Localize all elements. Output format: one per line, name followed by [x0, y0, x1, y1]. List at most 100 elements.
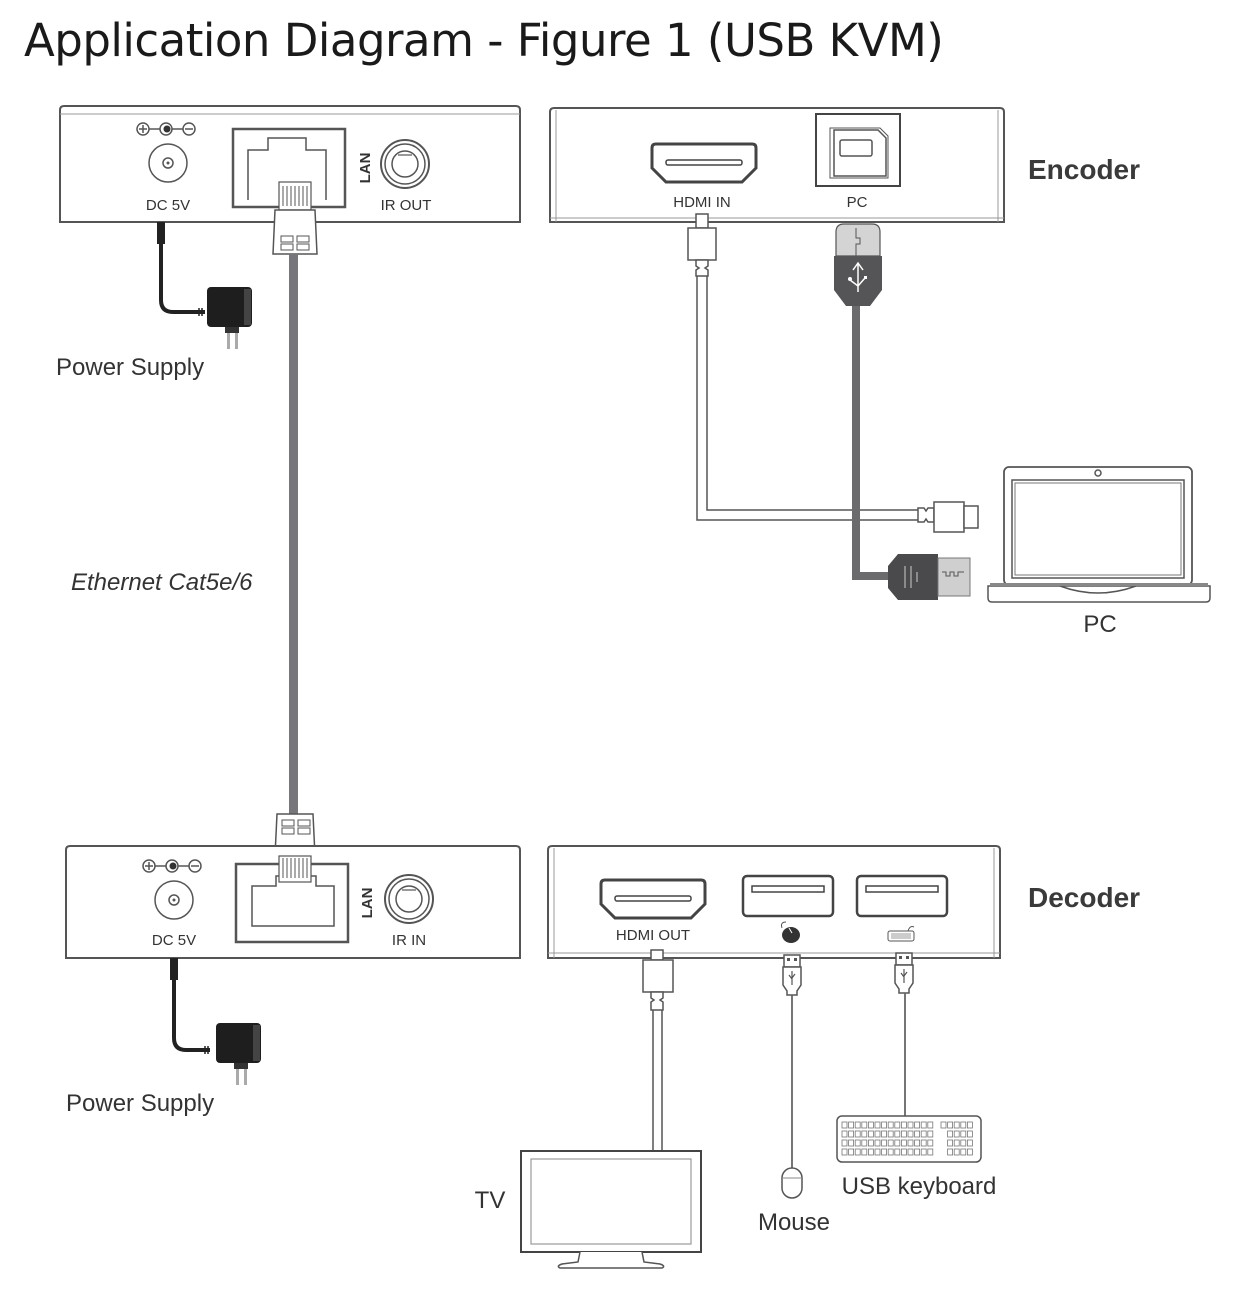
tv-icon: [520, 1150, 702, 1269]
keyboard-key: [953, 1148, 960, 1156]
keyboard-key: [927, 1139, 934, 1147]
usb-b-port: [815, 113, 901, 187]
pc-label: PC: [1083, 611, 1116, 638]
keyboard-key: [960, 1121, 967, 1129]
ir-port-label: IR IN: [392, 932, 426, 949]
keyboard-key: [907, 1121, 914, 1129]
dc-power-jack: [148, 143, 188, 183]
keyboard-key: [881, 1121, 887, 1129]
keyboard-key: [967, 1148, 973, 1156]
encoder-title: Encoder: [1028, 154, 1140, 185]
usb-a-port-mouse: [741, 874, 835, 918]
keyboard-key: [887, 1139, 894, 1147]
polarity-symbol-icon: [136, 122, 196, 136]
decoder-title: Decoder: [1028, 882, 1140, 913]
keyboard-key: [901, 1139, 907, 1147]
keyboard-key: [848, 1121, 854, 1129]
keyboard-key: [894, 1130, 901, 1138]
keyboard-key: [953, 1121, 960, 1129]
receiver-unit: DC 5V LAN IR IN: [65, 845, 521, 959]
dc-port-label: DC 5V: [152, 932, 196, 949]
keyboard-key: [920, 1130, 927, 1138]
keyboard-key: [947, 1130, 953, 1138]
keyboard-key: [861, 1130, 868, 1138]
keyboard-label: USB keyboard: [842, 1173, 997, 1200]
mouse-icon: [781, 921, 800, 943]
keyboard-key: [967, 1139, 973, 1147]
keyboard-key: [841, 1148, 848, 1156]
keyboard-key: [874, 1130, 881, 1138]
keyboard-key: [868, 1121, 874, 1129]
keyboard-key: [868, 1148, 874, 1156]
usb-a-port-keyboard: [855, 874, 949, 918]
power-supply-bottom: [170, 958, 261, 1085]
keyboard-key: [953, 1130, 960, 1138]
keyboard-key: [907, 1148, 914, 1156]
keyboard-key: [914, 1130, 920, 1138]
keyboard-key: [960, 1148, 967, 1156]
keyboard-key: [854, 1121, 861, 1129]
keyboard-key: [861, 1148, 868, 1156]
keyboard-key: [914, 1148, 920, 1156]
keyboard-key: [927, 1130, 934, 1138]
tv-label: TV: [475, 1187, 506, 1214]
keyboard-key: [927, 1148, 934, 1156]
hdmi-out-port: [599, 878, 707, 920]
keyboard-key: [861, 1139, 868, 1147]
keyboard-key: [894, 1121, 901, 1129]
keyboard-key: [914, 1121, 920, 1129]
usb-b-plug: [834, 223, 882, 306]
keyboard-key: [881, 1130, 887, 1138]
polarity-symbol-icon: [142, 859, 202, 873]
keyboard-key: [854, 1148, 861, 1156]
usb-a-plug-pc: [888, 554, 971, 600]
usb-plug-keyboard: [894, 952, 914, 994]
hdmi-plug-encoder: [687, 213, 717, 277]
keyboard-key: [947, 1139, 953, 1147]
usb-cable-encoder: [852, 306, 888, 580]
mouse-device-icon: [781, 1167, 803, 1199]
keyboard-key: [868, 1139, 874, 1147]
keyboard-key: [920, 1121, 927, 1129]
hdmi-plug-decoder: [642, 949, 674, 1011]
keyboard-key: [848, 1148, 854, 1156]
ir-port: [380, 139, 430, 189]
keyboard-key: [960, 1130, 967, 1138]
power-supply-bottom-label: Power Supply: [66, 1090, 214, 1117]
ethernet-cable-label: Ethernet Cat5e/6: [71, 569, 253, 596]
usb-plug-mouse: [782, 954, 802, 996]
keyboard-key: [894, 1139, 901, 1147]
keyboard-key: [881, 1148, 887, 1156]
keyboard-key: [861, 1121, 868, 1129]
keyboard-icon: [887, 926, 915, 942]
lan-port-label: LAN: [357, 153, 374, 184]
hdmi-plug-pc: [917, 501, 979, 533]
lan-port-label: LAN: [359, 888, 376, 919]
hdmi-cable-encoder: [696, 276, 918, 521]
usb-pc-label: PC: [847, 194, 868, 211]
encoder-unit: HDMI IN PC: [549, 107, 1005, 223]
keyboard-device-icon: [836, 1115, 982, 1163]
keyboard-key: [854, 1130, 861, 1138]
hdmi-in-label: HDMI IN: [673, 194, 731, 211]
mouse-label: Mouse: [758, 1209, 830, 1236]
dc-port-label: DC 5V: [146, 197, 190, 214]
keyboard-key: [901, 1148, 907, 1156]
keyboard-key: [874, 1148, 881, 1156]
keyboard-key: [887, 1148, 894, 1156]
keyboard-key: [907, 1130, 914, 1138]
keyboard-key: [920, 1148, 927, 1156]
keyboard-key: [947, 1121, 953, 1129]
keyboard-key: [914, 1139, 920, 1147]
keyboard-key: [841, 1121, 848, 1129]
keyboard-key: [960, 1139, 967, 1147]
decoder-unit: HDMI OUT: [547, 845, 1001, 959]
power-supply-top-label: Power Supply: [56, 354, 204, 381]
keyboard-key: [947, 1148, 953, 1156]
lan-port: [231, 127, 347, 209]
keyboard-key: [894, 1148, 901, 1156]
dc-power-jack: [154, 880, 194, 920]
hdmi-out-label: HDMI OUT: [616, 927, 690, 944]
keyboard-key: [967, 1130, 973, 1138]
